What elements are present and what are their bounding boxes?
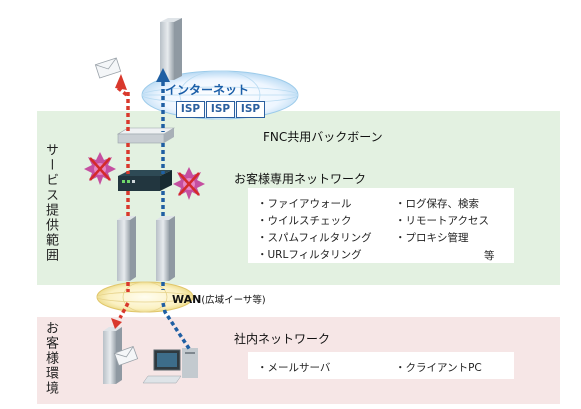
wan-label: WAN(広域イーサ等) [172,292,266,306]
isp-badge-2: ISP [206,101,235,118]
feature-proxy-management: ・プロキシ管理 [395,232,469,244]
dedicated-network-label: お客様専用ネットワーク [234,172,367,186]
blocked-threat-right-icon [173,167,205,200]
backbone-label: FNC共用バックボーン [263,130,383,144]
inbound-traffic-line [161,82,192,351]
firewall-appliance-icon [118,170,172,191]
client-pc-icon [142,348,198,384]
feature-url-filtering: ・URLフィルタリング [257,249,362,261]
email-envelope-icon [94,57,122,79]
backbone-router-icon [116,127,176,144]
wan-title: WAN [172,293,202,306]
outbound-traffic-line [118,92,130,319]
feature-log-storage: ・ログ保存、検索 [395,198,479,210]
isp-badge-1: ISP [176,101,205,118]
feature-list-box [248,188,514,263]
isp-badge-3: ISP [236,101,265,118]
email-envelope-customer-icon [113,345,139,367]
feature-etc: 等 [484,250,495,262]
feature-virus-check: ・ウイルスチェック [257,215,352,227]
outbound-arrow-head [115,74,127,90]
gateway-server-left-icon [117,216,136,281]
item-mail-server: ・メールサーバ [257,362,331,374]
inbound-arrow-head [156,68,170,82]
service-scope-label: サービス提供範囲 [43,143,58,263]
internal-items-box [248,352,514,379]
feature-firewall: ・ファイアウォール [257,198,352,210]
item-client-pc: ・クライアントPC [395,362,482,374]
internal-network-label: 社内ネットワーク [234,332,331,346]
customer-environment-label: お客様環境 [43,321,58,396]
wan-note: (広域イーサ等) [201,295,266,306]
gateway-server-right-icon [156,216,175,281]
outbound-down-arrow-head [111,318,122,329]
feature-remote-access: ・リモートアクセス [395,215,489,227]
feature-spam-filtering: ・スパムフィルタリング [257,232,372,244]
internet-label: インターネット [165,83,250,97]
blocked-threat-left-icon [84,152,116,185]
wan-globe [96,281,194,313]
internet-server-icon [160,18,182,80]
